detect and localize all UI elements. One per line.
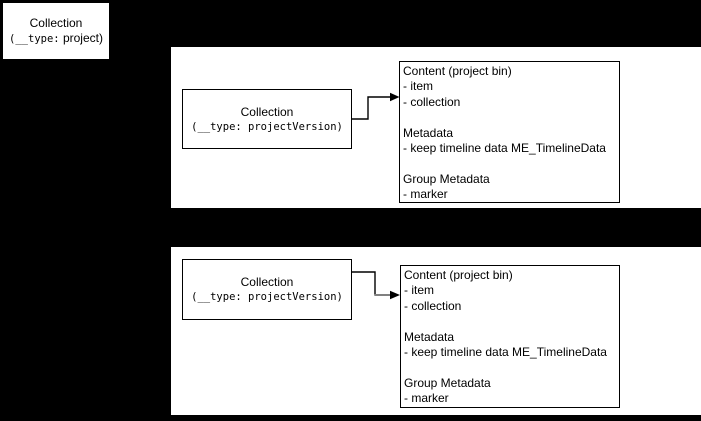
content-line: Group Metadata <box>403 171 490 186</box>
node-type-plain: project) <box>59 31 103 45</box>
content-line: Metadata <box>404 329 455 344</box>
node-type-mono: (__type: <box>9 33 60 45</box>
content-line: - marker <box>404 391 449 406</box>
content-line: Content (project bin) <box>404 268 513 282</box>
node-type-label: (__type: projectVersion) <box>191 291 343 303</box>
content-line: - keep timeline data ME_TimelineData <box>404 345 607 360</box>
content-line <box>404 360 616 375</box>
node-content-details-top: Content (project bin) - item - collectio… <box>399 61 620 203</box>
content-line: - collection <box>403 94 461 109</box>
content-line: - item <box>403 79 433 94</box>
content-line: Metadata <box>403 125 454 140</box>
node-title: Collection <box>240 275 294 289</box>
content-line <box>404 314 616 329</box>
node-type-label: (__type: projectVersion) <box>191 120 343 133</box>
node-title: Collection <box>29 16 83 30</box>
content-line: Group Metadata <box>404 375 491 390</box>
content-line: - item <box>404 283 434 298</box>
node-collection-project: Collection (__type: project) <box>2 2 110 60</box>
content-line: Content (project bin) <box>403 64 512 78</box>
content-line: - collection <box>404 298 462 313</box>
node-title: Collection <box>240 104 294 119</box>
node-collection-project-version-top: Collection (__type: projectVersion) <box>182 89 352 149</box>
content-line <box>403 110 616 125</box>
node-collection-project-version-bottom: Collection (__type: projectVersion) <box>182 259 352 320</box>
node-type-label: (__type: project) <box>9 31 103 47</box>
content-line: - marker <box>403 187 448 202</box>
node-content-details-bottom: Content (project bin) - item - collectio… <box>400 265 620 408</box>
content-line: - keep timeline data ME_TimelineData <box>403 141 606 156</box>
content-line <box>403 156 616 171</box>
